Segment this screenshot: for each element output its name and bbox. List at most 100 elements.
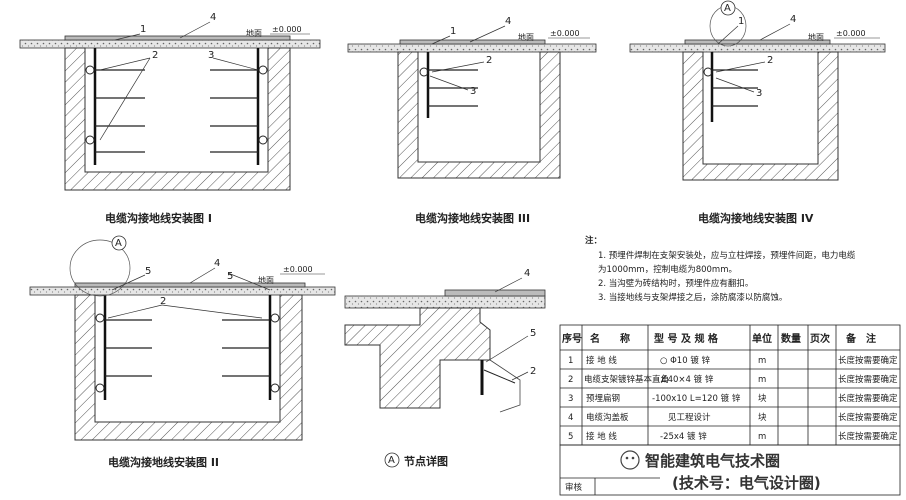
view-4: A 1 4 2 3 地面 ±0.000 电缆沟接地线安装图 IV: [629, 0, 886, 225]
cell-name: 电缆支架镀锌基本直角: [584, 374, 669, 385]
view-title: 电缆沟接地线安装图 II: [108, 455, 219, 469]
cell-unit: m: [758, 375, 766, 385]
notes-header: 注：: [585, 235, 602, 246]
cell-spec: ○ Φ10 镀 锌: [660, 355, 711, 366]
cell-spec: ∠40×4 镀 锌: [660, 374, 714, 385]
trench-wall: [64, 47, 291, 191]
ground-label: 地面: [246, 28, 262, 38]
cell-spec: 见工程设计: [668, 412, 711, 423]
column-header: 页次: [810, 332, 830, 345]
wall-section: [344, 307, 491, 409]
callout-1: 1: [450, 26, 456, 37]
elevation-label: ±0.000: [283, 265, 313, 274]
review-label: 审核: [565, 482, 583, 493]
ground-label: 地面: [808, 32, 824, 42]
leader-lines: [715, 23, 791, 93]
cell-unit: 块: [758, 393, 767, 404]
callout-2: 2: [160, 296, 166, 307]
note-line: 为1000mm，控制电缆为800mm。: [598, 264, 737, 275]
notes: 注： 1. 预埋件焊制在支架安装处，应与立柱焊接，预埋件间距，电力电缆 为100…: [585, 235, 856, 303]
detail-marker: [720, 0, 736, 16]
watermark-line2: (技术号：电气设计圈): [672, 474, 821, 492]
view-2: A 5 4 5 2 地面 ±0.000 电缆沟接地线安装图 II: [29, 235, 336, 469]
anchor-plates: [95, 313, 280, 393]
ground-label: 地面: [518, 32, 534, 42]
cell-name: 接 地 线: [586, 355, 617, 366]
cell-name: 预埋扁钢: [586, 393, 620, 404]
note-line: 2. 当沟壁为砖结构时，预埋件应有翻扣。: [598, 278, 753, 289]
callout-5: 5: [530, 328, 536, 339]
callout-4: 4: [790, 14, 796, 25]
leader-lines: [107, 267, 271, 319]
column-header: 序号: [562, 332, 582, 345]
detail-marker-label: A: [388, 455, 395, 466]
detail-marker-label: A: [115, 238, 122, 249]
material-table: [559, 324, 901, 496]
leader-lines: [485, 277, 529, 381]
trench-wall: [74, 294, 303, 441]
view-title: 电缆沟接地线安装图 IV: [698, 211, 814, 225]
table-body: 1 接 地 线 ○ Φ10 镀 锌 m 长度按需要确定 2 电缆支架镀锌基本直角…: [568, 355, 898, 442]
watermark-line1: 智能建筑电气技术圈: [645, 452, 780, 470]
cell-remark: 长度按需要确定: [838, 412, 898, 423]
title-block: [559, 444, 901, 496]
cover-plate: [684, 39, 831, 45]
ground-slab: [29, 286, 336, 296]
table-row: 1 接 地 线 ○ Φ10 镀 锌 m 长度按需要确定: [568, 355, 898, 366]
table-row: 5 接 地 线 -25x4 镀 锌 m 长度按需要确定: [568, 431, 898, 442]
table-row: 4 电缆沟盖板 见工程设计 块 长度按需要确定: [568, 412, 898, 423]
ground-slab: [347, 43, 597, 53]
cover-plate: [444, 289, 546, 297]
callout-2: 2: [530, 366, 536, 377]
ground-bar: [483, 369, 516, 384]
wechat-icon: [620, 450, 640, 470]
ground-slab: [19, 39, 321, 49]
column-header: 型 号 及 规 格: [654, 332, 719, 345]
detail-marker-label: A: [724, 3, 731, 14]
cell-unit: 块: [758, 412, 767, 423]
callout-4: 4: [210, 12, 216, 23]
brackets: [105, 319, 270, 377]
detail-title: 节点详图: [404, 454, 448, 468]
callout-4: 4: [214, 258, 220, 269]
ground-slab: [629, 43, 886, 53]
cell-unit: m: [758, 432, 766, 442]
anchor-plate: [419, 67, 429, 77]
elevation-label: ±0.000: [836, 29, 866, 38]
column-header: 数量: [781, 332, 801, 345]
cell-spec: -100x10 L=120 镀 锌: [652, 393, 741, 404]
view-3: 1 4 2 3 地面 ±0.000 电缆沟接地线安装图 III: [347, 16, 597, 225]
cell-name: 接 地 线: [586, 431, 617, 442]
cell-no: 4: [568, 413, 573, 423]
callout-1: 1: [140, 24, 146, 35]
detail-marker: [384, 452, 400, 468]
leader-lines: [99, 21, 259, 141]
cell-no: 2: [568, 375, 573, 385]
callout-5: 5: [145, 266, 151, 277]
leader-lines: [429, 25, 506, 91]
view-1: 1 4 2 3 地面 ±0.000 电缆沟接地线安装图 I: [19, 12, 321, 225]
cell-name: 电缆沟盖板: [586, 412, 629, 423]
brackets: [428, 69, 478, 107]
cell-remark: 长度按需要确定: [838, 374, 898, 385]
note-line: 1. 预埋件焊制在支架安装处，应与立柱焊接，预埋件间距，电力电缆: [598, 250, 856, 261]
callout-2: 2: [767, 55, 773, 66]
brackets: [95, 69, 258, 153]
column-header: 名 称: [590, 332, 630, 345]
callout-3: 3: [208, 50, 214, 61]
brackets: [712, 69, 758, 107]
callout-4: 4: [524, 268, 530, 279]
callout-3: 3: [470, 86, 476, 97]
break-line: [489, 359, 521, 413]
table-header: 序号 名 称 型 号 及 规 格 单位 数量 页次 备 注: [562, 332, 876, 345]
callout-2: 2: [152, 50, 158, 61]
trench-wall: [682, 51, 839, 181]
trench-wall: [397, 51, 561, 179]
anchor-plates: [85, 65, 268, 145]
cell-no: 3: [568, 394, 573, 404]
view-title: 电缆沟接地线安装图 III: [415, 211, 530, 225]
table-row: 2 电缆支架镀锌基本直角 ∠40×4 镀 锌 m 长度按需要确定: [568, 374, 898, 385]
cell-remark: 长度按需要确定: [838, 431, 898, 442]
column-header: 备 注: [845, 332, 876, 345]
